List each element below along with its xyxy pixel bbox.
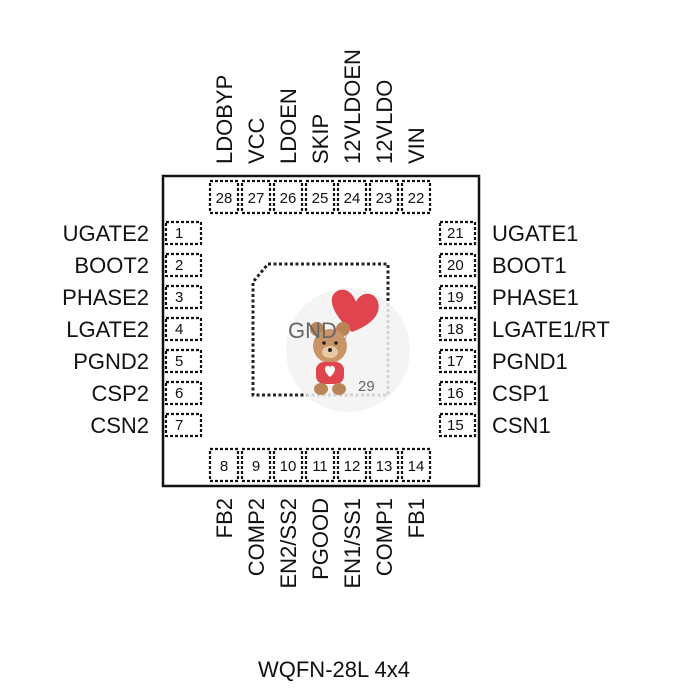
- pin-number: 17: [447, 353, 464, 370]
- pin-number: 7: [175, 417, 183, 434]
- pin-number: 8: [220, 458, 228, 475]
- pin-number: 13: [376, 458, 393, 475]
- pin-pad: [164, 284, 203, 310]
- pin-pad: [438, 316, 477, 342]
- pin-number: 19: [447, 289, 464, 306]
- exposed-pad: [251, 262, 390, 397]
- left-pin-group: 1 UGATE2 2 BOOT2 3 PHASE2 4 LGATE2 5 PGND2 6 CSP2 7 C…: [62, 220, 203, 438]
- pin-number: 22: [408, 190, 425, 207]
- pin-number: 10: [280, 458, 297, 475]
- pin-number: 14: [408, 458, 425, 475]
- pin-number: 27: [248, 190, 265, 207]
- pin-number: 9: [252, 458, 260, 475]
- pin-pad: [438, 284, 477, 310]
- gnd-label: GND: [288, 318, 337, 343]
- pin-number: 23: [376, 190, 393, 207]
- package-body: [161, 174, 481, 488]
- pin-name: 12VLDO: [372, 80, 397, 164]
- pin-name: CSN1: [492, 413, 551, 438]
- package-name: WQFN-28L 4x4: [258, 657, 410, 682]
- pin-name: PGND1: [492, 349, 568, 374]
- pin-number: 3: [175, 289, 183, 306]
- pin-name: SKIP: [308, 114, 333, 164]
- pin-number: 24: [344, 190, 361, 207]
- pin-pad: [164, 316, 203, 342]
- pin-name: PHASE1: [492, 285, 579, 310]
- exposed-pad-number: 29: [358, 378, 375, 395]
- pin-name: UGATE2: [63, 221, 149, 246]
- pin-name: PGND2: [73, 349, 149, 374]
- pin-name: CSN2: [90, 413, 149, 438]
- pin-name: VIN: [404, 127, 429, 164]
- pin-pad: [438, 380, 477, 406]
- pin-name: FB1: [404, 498, 429, 538]
- pin-name: FB2: [212, 498, 237, 538]
- pin-name: PHASE2: [62, 285, 149, 310]
- pin-pad: [438, 252, 477, 278]
- pin-number: 4: [175, 321, 183, 338]
- pin-name: COMP2: [244, 498, 269, 576]
- pin-name: LGATE2: [66, 317, 149, 342]
- pin-number: 16: [447, 385, 464, 402]
- pin-number: 12: [344, 458, 361, 475]
- pin-name: CSP2: [92, 381, 149, 406]
- pin-name: BOOT1: [492, 253, 567, 278]
- pin-pad: [164, 220, 203, 246]
- pin-number: 21: [447, 225, 464, 242]
- pin-name: EN1/SS1: [340, 498, 365, 589]
- pin-name: LDOEN: [276, 88, 301, 164]
- pin-name: CSP1: [492, 381, 549, 406]
- pin-pad: [164, 348, 203, 374]
- pin-number: 26: [280, 190, 297, 207]
- pin-pad: [438, 220, 477, 246]
- pin-pad: [164, 412, 203, 438]
- pin-number: 2: [175, 257, 183, 274]
- pin-pad: [164, 252, 203, 278]
- pin-name: BOOT2: [74, 253, 149, 278]
- pin-name: 12VLDOEN: [340, 49, 365, 164]
- pin-pad: [438, 412, 477, 438]
- pin-name: COMP1: [372, 498, 397, 576]
- top-pin-group: 28 LDOBYP 27 VCC 26 LDOEN 25 SKIP 24 12VLDOEN 23 12…: [208, 49, 432, 215]
- pin-number: 11: [312, 458, 328, 475]
- pin-name: LDOBYP: [212, 75, 237, 164]
- pin-name: LGATE1/RT: [492, 317, 610, 342]
- pin-name: PGOOD: [308, 498, 333, 580]
- pin-name: EN2/SS2: [276, 498, 301, 589]
- right-pin-group: 21 UGATE1 20 BOOT1 19 PHASE1 18 LGATE1/RT 17 PGND…: [438, 220, 610, 438]
- pin-pad: [438, 348, 477, 374]
- pin-number: 6: [175, 385, 183, 402]
- pin-pad: [164, 380, 203, 406]
- pin-number: 28: [216, 190, 233, 207]
- pin-name: UGATE1: [492, 221, 578, 246]
- pin-number: 25: [312, 190, 329, 207]
- pin-number: 15: [447, 417, 464, 434]
- pin-number: 5: [175, 353, 183, 370]
- pin-name: VCC: [244, 117, 269, 164]
- pin-number: 20: [447, 257, 464, 274]
- pin-number: 18: [447, 321, 464, 338]
- pin-number: 1: [175, 225, 183, 242]
- teddy-bear-watermark-icon: [286, 288, 410, 412]
